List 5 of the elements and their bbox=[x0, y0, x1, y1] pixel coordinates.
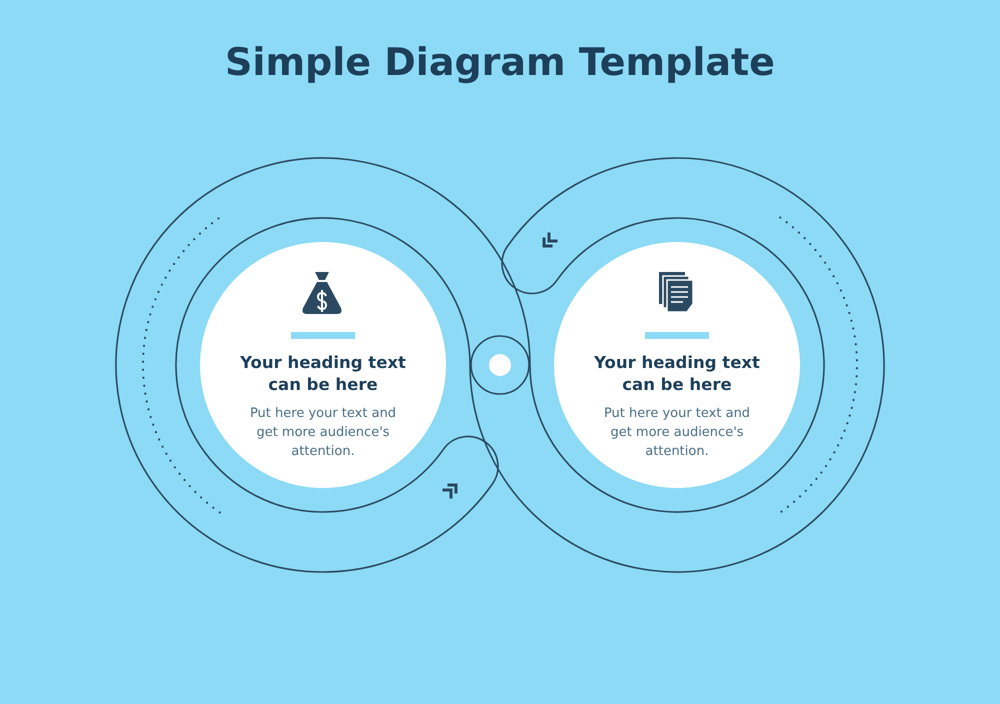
body-text: Put here your text and get more audience's attention. bbox=[602, 405, 752, 461]
heading-text: Your heading text can be here bbox=[239, 352, 407, 396]
title: Simple Diagram Template bbox=[224, 40, 776, 84]
heading-text: Your heading text can be here bbox=[593, 352, 761, 396]
body-text: Put here your text and get more audience's attention. bbox=[248, 405, 398, 461]
